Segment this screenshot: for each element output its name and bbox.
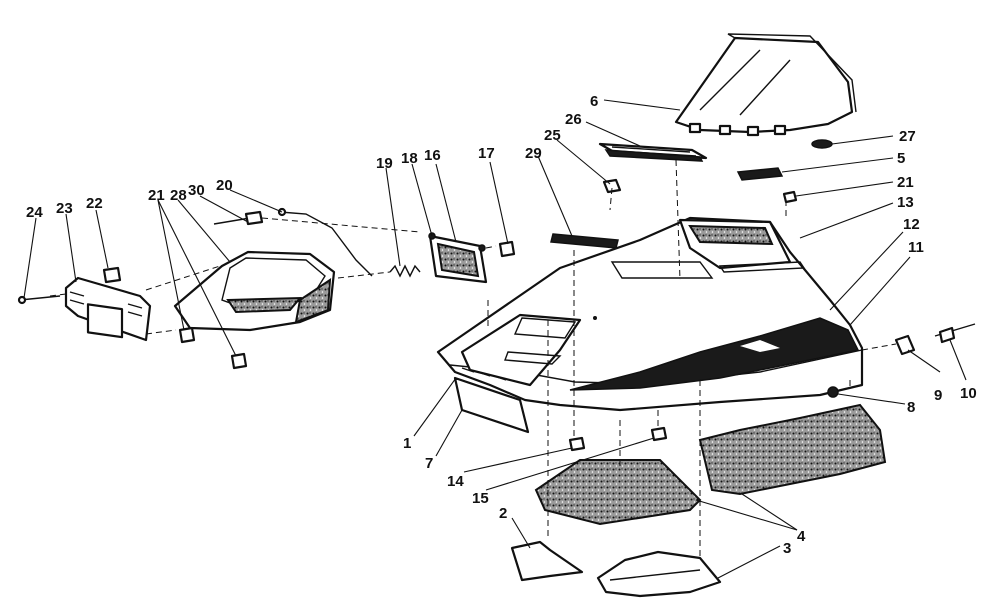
callout-1: 1 — [403, 435, 411, 452]
hood — [436, 216, 864, 434]
grommet-27 — [811, 139, 833, 149]
callout-28: 28 — [170, 187, 187, 204]
callout-30: 30 — [188, 182, 205, 199]
callout-13: 13 — [897, 194, 914, 211]
bezel-9 — [894, 334, 916, 356]
callout-17: 17 — [478, 145, 495, 162]
callout-4: 4 — [797, 528, 806, 545]
callout-25: 25 — [544, 127, 561, 144]
callout-8: 8 — [907, 399, 915, 416]
leader-lines — [23, 99, 967, 579]
spring-19 — [389, 264, 421, 278]
callout-20: 20 — [216, 177, 233, 194]
callout-21b: 21 — [897, 174, 914, 191]
callout-27: 27 — [899, 128, 916, 145]
callout-9: 9 — [934, 387, 942, 404]
light-housing-16 — [428, 232, 488, 284]
callout-22: 22 — [86, 195, 103, 212]
vent-grille-26 — [598, 142, 708, 162]
callouts: 1 2 3 4 5 6 7 8 9 10 11 12 13 14 15 16 1… — [26, 93, 977, 557]
console-box-28 — [173, 250, 336, 332]
clip-21-a — [178, 326, 196, 344]
callout-15: 15 — [472, 490, 489, 507]
callout-26: 26 — [565, 111, 582, 128]
headlight-bezel-23 — [64, 276, 152, 342]
callout-21a: 21 — [148, 187, 165, 204]
callout-23: 23 — [56, 200, 73, 217]
callout-2: 2 — [499, 505, 507, 522]
base-pad — [534, 459, 702, 526]
callout-16: 16 — [424, 147, 441, 164]
callout-11: 11 — [908, 239, 924, 256]
callout-14: 14 — [447, 473, 464, 490]
clip-21-right — [782, 190, 798, 204]
callout-19: 19 — [376, 155, 393, 172]
assembly-lines — [49, 159, 897, 560]
nameplate-29 — [550, 233, 619, 249]
windshield — [674, 33, 857, 137]
clip-15 — [650, 426, 668, 442]
callout-24: 24 — [26, 204, 43, 221]
bracket-2 — [510, 540, 584, 582]
knob-22 — [102, 266, 122, 284]
clip-21-b — [230, 352, 248, 370]
callout-10: 10 — [960, 385, 977, 402]
callout-3: 3 — [783, 540, 791, 557]
emblem-5 — [736, 167, 784, 181]
grommet-8 — [827, 386, 839, 398]
callout-5: 5 — [897, 150, 905, 167]
callout-7: 7 — [425, 455, 433, 472]
side-panel — [698, 403, 887, 496]
fastener-10 — [934, 323, 976, 344]
callout-29: 29 — [525, 145, 542, 162]
bolt-30 — [213, 210, 264, 226]
callout-6: 6 — [590, 93, 598, 110]
cable-20 — [277, 207, 373, 277]
screw-24 — [17, 295, 61, 305]
callout-12: 12 — [903, 216, 920, 233]
callout-18: 18 — [401, 150, 418, 167]
clip-14 — [568, 436, 586, 452]
nut-17 — [498, 240, 516, 258]
